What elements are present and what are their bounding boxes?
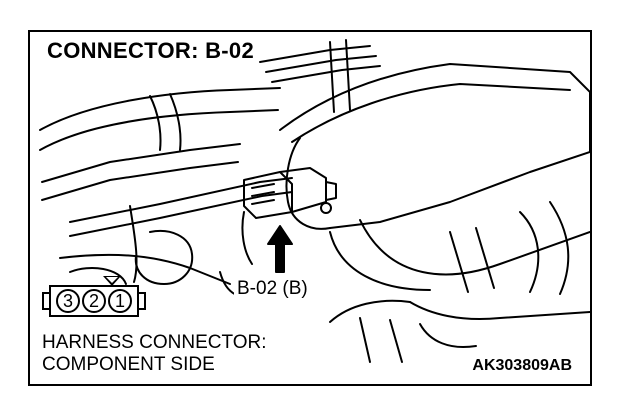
connector-key-icon	[103, 276, 121, 286]
pin-2: 2	[82, 289, 106, 313]
connector-callout-label: B-02 (B)	[234, 278, 311, 300]
arrow-up-icon	[267, 225, 293, 273]
pin-3: 3	[56, 289, 80, 313]
diagram-title: CONNECTOR: B-02	[44, 38, 258, 64]
harness-caption-line2: COMPONENT SIDE	[42, 354, 215, 375]
connector-body: 3 2 1	[49, 276, 139, 317]
pin-1: 1	[108, 289, 132, 313]
connector-right-tab	[139, 292, 146, 310]
connector-left-tab	[42, 292, 49, 310]
diagram-frame: CONNECTOR: B-02 B-02 (B) 3 2 1 HARNESS C…	[28, 30, 592, 386]
harness-connector-pinout: 3 2 1	[42, 276, 146, 318]
harness-connector-caption: HARNESS CONNECTOR: COMPONENT SIDE	[40, 332, 269, 376]
harness-caption-line1: HARNESS CONNECTOR:	[42, 332, 267, 353]
figure-code: AK303809AB	[470, 357, 574, 375]
